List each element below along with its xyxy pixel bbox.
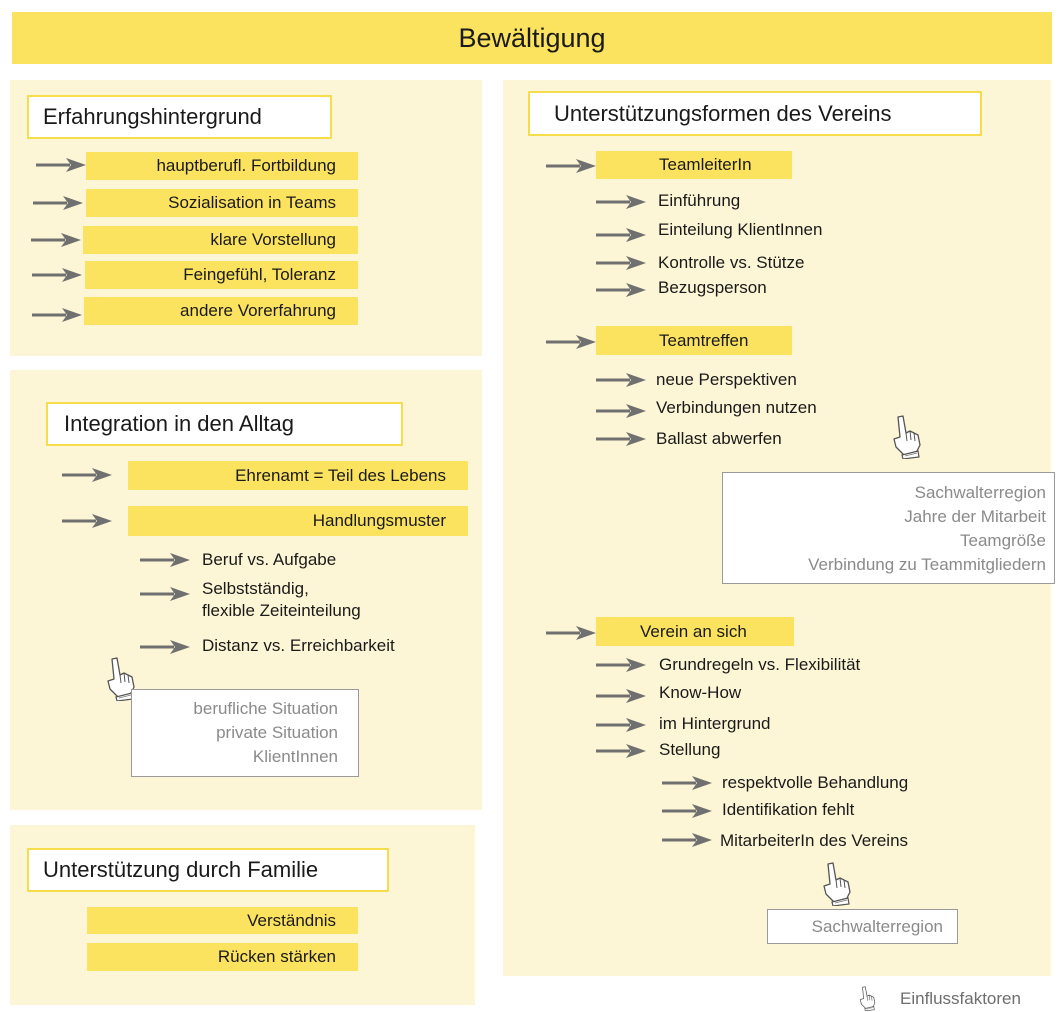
arrow-icon	[546, 335, 596, 349]
pointing-hand-icon	[858, 986, 876, 1011]
arrow-icon	[36, 158, 86, 172]
verein-an-sich-sub: Grundregeln vs. Flexibilität	[659, 655, 861, 674]
arrow-icon	[596, 228, 646, 242]
arrow-icon	[662, 776, 712, 790]
arrow-icon	[662, 833, 712, 847]
familie-item: Rücken stärken	[87, 943, 358, 971]
arrow-icon	[32, 268, 82, 282]
erfahrung-item: hauptberufl. Fortbildung	[86, 152, 358, 180]
arrow-icon	[596, 256, 646, 270]
arrow-icon	[662, 804, 712, 818]
factors-box-integration: berufliche Situation private Situation K…	[131, 689, 359, 777]
erfahrung-item: Sozialisation in Teams	[86, 189, 358, 217]
arrow-icon	[140, 587, 190, 601]
heading-integration: Integration in den Alltag	[46, 402, 403, 446]
erfahrung-item: Feingefühl, Toleranz	[85, 261, 358, 289]
integration-sub: Distanz vs. Erreichbarkeit	[202, 636, 395, 655]
teamleiter-sub: Einteilung KlientInnen	[658, 220, 823, 239]
integration-sub: Selbstständig,	[202, 579, 309, 598]
familie-item: Verständnis	[87, 907, 358, 934]
stellung-sub: MitarbeiterIn des Vereins	[720, 831, 909, 850]
verein-category: Verein an sich	[596, 617, 794, 646]
erfahrung-item: andere Vorerfahrung	[84, 297, 358, 325]
arrow-icon	[596, 195, 646, 209]
arrow-icon	[140, 553, 190, 567]
teamleiter-sub: Kontrolle vs. Stütze	[658, 253, 805, 272]
heading-verein: Unterstützungsformen des Vereins	[528, 91, 982, 136]
pointing-hand-icon	[820, 862, 852, 906]
teamtreffen-sub: Ballast abwerfen	[656, 429, 782, 448]
factors-box-teamtreffen: Sachwalterregion Jahre der Mitarbeit Tea…	[722, 472, 1055, 584]
pointing-hand-icon	[890, 415, 922, 459]
verein-an-sich-sub: Know-How	[659, 683, 742, 702]
arrow-icon	[596, 283, 646, 297]
stellung-sub: respektvolle Behandlung	[722, 773, 909, 792]
heading-erfahrung: Erfahrungshintergrund	[27, 95, 332, 139]
arrow-icon	[596, 373, 646, 387]
teamleiter-sub: Bezugsperson	[658, 278, 767, 297]
arrow-icon	[596, 718, 646, 732]
teamtreffen-sub: neue Perspektiven	[656, 370, 797, 389]
verein-category: Teamtreffen	[596, 326, 792, 355]
verein-an-sich-sub: im Hintergrund	[659, 714, 771, 733]
page-title: Bewältigung	[458, 22, 606, 53]
arrow-icon	[596, 689, 646, 703]
teamtreffen-sub: Verbindungen nutzen	[656, 398, 817, 417]
arrow-icon	[140, 640, 190, 654]
integration-item: Handlungsmuster	[128, 506, 468, 536]
integration-sub: Beruf vs. Aufgabe	[202, 550, 337, 569]
legend-label: Einflussfaktoren	[900, 989, 1021, 1008]
factors-box-verein: Sachwalterregion	[767, 909, 958, 944]
arrow-icon	[33, 196, 83, 210]
verein-category: TeamleiterIn	[596, 151, 792, 179]
teamleiter-sub: Einführung	[658, 191, 741, 210]
arrow-icon	[596, 432, 646, 446]
integration-sub: flexible Zeiteinteilung	[202, 601, 361, 620]
arrow-icon	[62, 468, 112, 482]
erfahrung-item: klare Vorstellung	[83, 226, 358, 254]
arrow-icon	[32, 308, 82, 322]
arrow-icon	[62, 514, 112, 528]
arrow-icon	[596, 744, 646, 758]
integration-item: Ehrenamt = Teil des Lebens	[128, 461, 468, 490]
arrow-icon	[596, 658, 646, 672]
verein-an-sich-sub: Stellung	[659, 740, 721, 759]
arrow-icon	[596, 404, 646, 418]
arrow-icon	[546, 159, 596, 173]
arrow-icon	[31, 233, 81, 247]
title-banner: Bewältigung	[12, 12, 1052, 64]
heading-familie: Unterstützung durch Familie	[27, 848, 389, 892]
stellung-sub: Identifikation fehlt	[722, 800, 855, 819]
arrow-icon	[546, 626, 596, 640]
